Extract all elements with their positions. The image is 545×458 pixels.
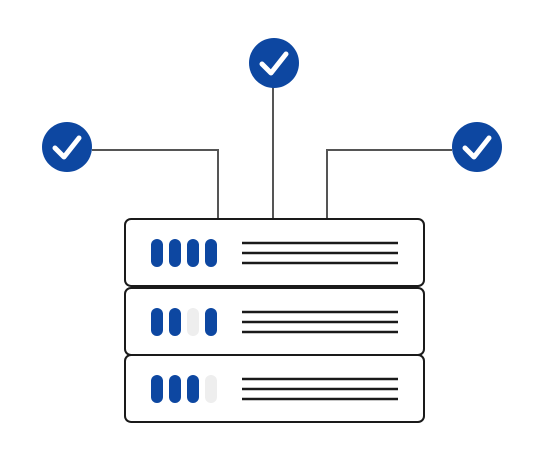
- check-circle-icon: [452, 122, 502, 172]
- led-indicator: [169, 239, 181, 267]
- checkmark-icon: [462, 135, 492, 160]
- led-indicator: [151, 375, 163, 403]
- led-group: [151, 375, 217, 403]
- server-unit-3: [124, 354, 425, 423]
- led-indicator: [187, 308, 199, 336]
- check-badge-right: [452, 122, 502, 172]
- check-badge-top: [249, 38, 299, 88]
- vent-lines: [242, 310, 398, 334]
- check-circle-icon: [249, 38, 299, 88]
- led-indicator: [169, 375, 181, 403]
- check-circle-icon: [42, 122, 92, 172]
- led-indicator: [205, 239, 217, 267]
- connector-right: [326, 149, 452, 218]
- led-indicator: [187, 375, 199, 403]
- vent-lines: [242, 241, 398, 265]
- connector-lines: [92, 86, 452, 218]
- checkmark-icon: [52, 135, 82, 160]
- led-indicator: [151, 308, 163, 336]
- server-rack: [124, 218, 425, 423]
- led-indicator: [169, 308, 181, 336]
- checkmark-icon: [259, 51, 289, 76]
- led-indicator: [205, 375, 217, 403]
- led-indicator: [205, 308, 217, 336]
- vent-lines: [242, 377, 398, 401]
- led-group: [151, 239, 217, 267]
- server-unit-2: [124, 287, 425, 356]
- server-unit-1: [124, 218, 425, 287]
- led-indicator: [151, 239, 163, 267]
- led-indicator: [187, 239, 199, 267]
- check-badge-left: [42, 122, 92, 172]
- led-group: [151, 308, 217, 336]
- connector-left: [92, 149, 219, 218]
